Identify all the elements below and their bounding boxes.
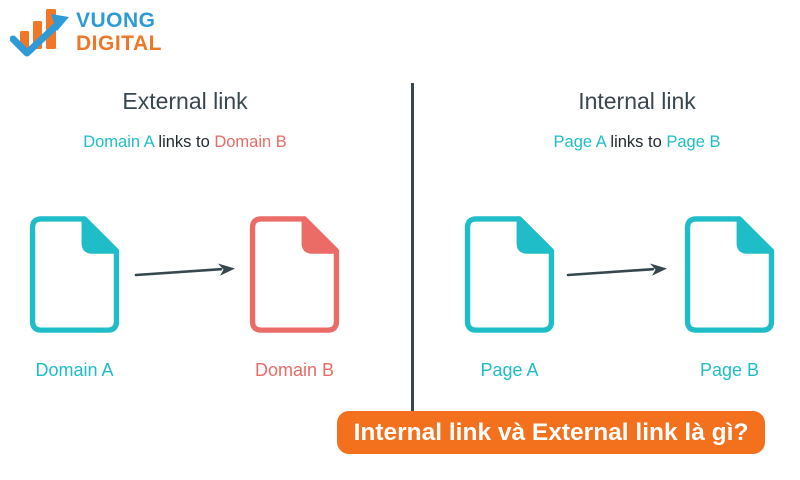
caption-banner: Internal link và External link là gì? <box>337 411 765 454</box>
internal-link-subtitle: Page A links to Page B <box>482 133 792 152</box>
internal-link-title: Internal link <box>578 88 696 114</box>
logo-line2: DIGITAL <box>76 32 162 55</box>
subtitle-middle: links to <box>153 133 215 151</box>
document-icon <box>462 214 557 335</box>
logo-line1: VUONG <box>76 8 156 32</box>
subtitle-source: Domain A <box>83 133 154 151</box>
domain-a-label: Domain A <box>35 360 114 380</box>
document-icon <box>247 214 342 335</box>
document-icon <box>27 214 122 335</box>
page-b-label: Page B <box>699 360 760 380</box>
document-icon <box>682 214 777 335</box>
subtitle-source: Page A <box>553 133 606 151</box>
arrow-right-icon <box>566 263 667 277</box>
external-link-title: External link <box>122 88 248 114</box>
domain-b-label: Domain B <box>254 360 335 380</box>
logo: VUONG DIGITAL <box>10 4 162 60</box>
page-a-label: Page A <box>480 360 539 380</box>
arrow-right-icon <box>134 263 235 277</box>
logo-chart-arrow-icon <box>10 9 69 57</box>
external-link-subtitle: Domain A links to Domain B <box>30 133 340 152</box>
subtitle-middle: links to <box>605 133 667 151</box>
logo-text: VUONG DIGITAL <box>76 9 162 55</box>
section-divider <box>411 83 414 413</box>
subtitle-target: Page B <box>666 133 721 151</box>
subtitle-target: Domain B <box>214 133 287 151</box>
